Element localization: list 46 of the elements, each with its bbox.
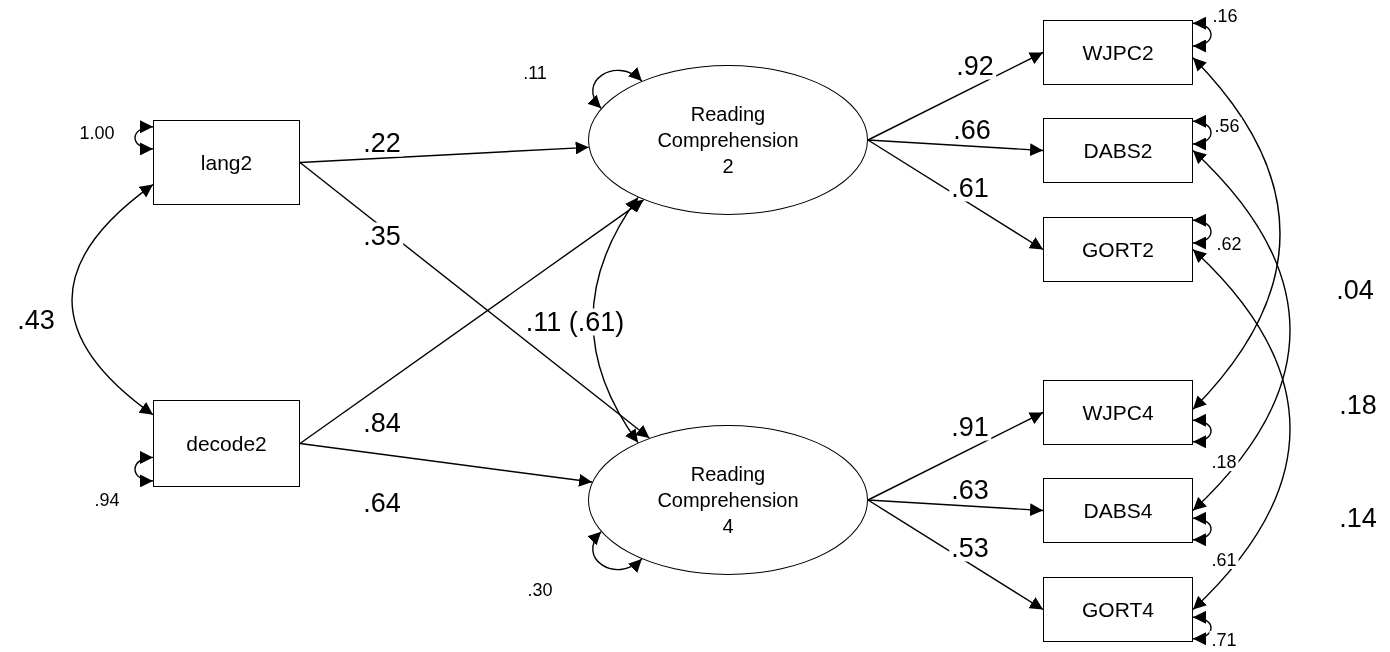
path-arrow xyxy=(867,51,1044,141)
variable-name: WJPC4 xyxy=(1082,399,1154,426)
variance-loop-arrow xyxy=(587,531,643,573)
path-arrow xyxy=(299,141,590,164)
covariance-arrow xyxy=(592,196,639,444)
variable-name: Reading Comprehension 2 xyxy=(656,102,800,179)
covariance-arrow xyxy=(1192,57,1281,410)
observed-variable-box xyxy=(1043,577,1193,642)
variable-name: DABS4 xyxy=(1083,497,1153,524)
covariance-arrow xyxy=(1192,248,1291,611)
path-arrow xyxy=(867,499,1044,517)
variance-loop-arrow xyxy=(134,452,154,487)
variable-name: Reading Comprehension 4 xyxy=(656,462,800,539)
edge-label: .71 xyxy=(1209,631,1239,649)
observed-variable-box xyxy=(1043,217,1193,282)
variance-loop-arrow xyxy=(1192,512,1212,546)
variable-name: GORT4 xyxy=(1082,596,1154,623)
variance-loop-arrow xyxy=(134,121,154,155)
observed-variable-box xyxy=(1043,380,1193,445)
path-arrow xyxy=(299,161,651,439)
variance-loop-arrow xyxy=(1192,17,1212,52)
path-arrow xyxy=(867,139,1044,157)
path-arrow xyxy=(867,411,1044,501)
variance-loop-arrow xyxy=(1192,414,1212,448)
path-arrow xyxy=(867,139,1044,251)
observed-variable-box xyxy=(1043,20,1193,85)
observed-variable-box xyxy=(153,400,300,487)
variance-loop-arrow xyxy=(1192,611,1212,645)
observed-variable-box xyxy=(1043,478,1193,543)
variable-name: decode2 xyxy=(186,430,267,457)
edge-label: 1.00 xyxy=(77,124,117,142)
variance-loop-arrow xyxy=(1192,115,1212,150)
variable-name: WJPC2 xyxy=(1082,39,1154,66)
covariance-arrow xyxy=(1192,149,1291,512)
variable-name: lang2 xyxy=(200,149,253,176)
path-arrow xyxy=(299,442,593,487)
path-arrow xyxy=(299,199,645,445)
variable-name: DABS2 xyxy=(1083,137,1153,164)
variance-loop-arrow xyxy=(587,67,643,109)
edge-label: .11 xyxy=(521,64,549,82)
observed-variable-box xyxy=(1043,118,1193,183)
path-arrow xyxy=(867,499,1044,611)
covariance-arrow xyxy=(71,183,154,416)
variable-name: GORT2 xyxy=(1082,236,1154,263)
variance-loop-arrow xyxy=(1192,214,1212,249)
observed-variable-box xyxy=(153,120,300,205)
